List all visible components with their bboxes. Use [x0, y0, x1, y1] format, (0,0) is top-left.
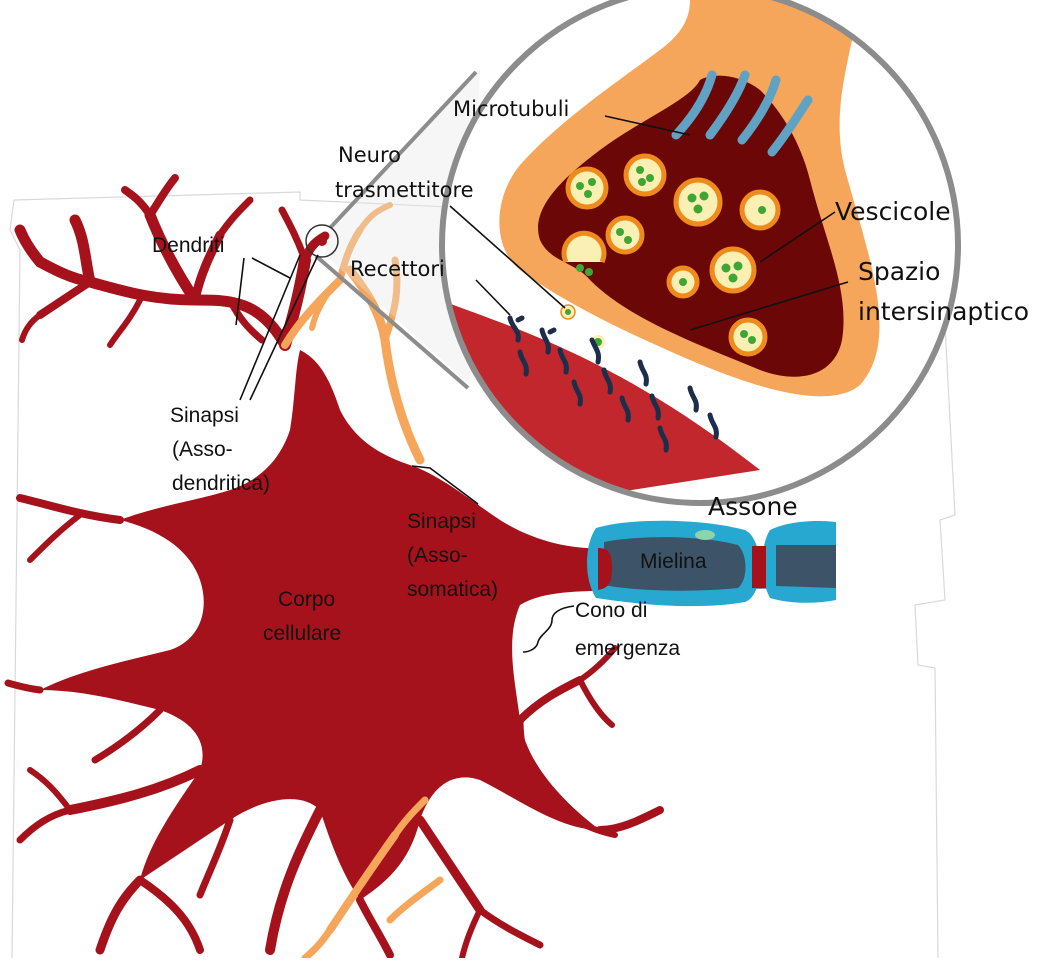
- label-neuro: Neuro: [338, 143, 401, 167]
- label-assone: Assone: [708, 492, 798, 521]
- label-trasmettitore: trasmettitore: [335, 178, 474, 202]
- label-sinapsi-ad-1: Sinapsi: [170, 404, 239, 427]
- source-synapse: [317, 236, 327, 246]
- label-recettori: Recettori: [350, 257, 445, 281]
- label-corpo-2: cellulare: [263, 622, 341, 645]
- label-corpo-1: Corpo: [278, 588, 335, 611]
- label-vescicole: Vescicole: [835, 197, 951, 226]
- label-spazio: Spazio: [858, 257, 940, 286]
- label-cono-1: Cono di: [575, 599, 647, 622]
- label-cono-2: emergenza: [575, 637, 680, 660]
- axon: [587, 521, 836, 606]
- label-sinapsi-ad-3: dendritica): [172, 472, 270, 495]
- label-sinapsi-as-3: somatica): [407, 578, 498, 601]
- leader-cono: [523, 606, 574, 652]
- upper-dendrites: [20, 178, 325, 345]
- label-dendriti: Dendriti: [152, 234, 224, 257]
- label-mielina: Mielina: [640, 550, 707, 573]
- label-sinapsi-as-1: Sinapsi: [407, 510, 476, 533]
- node-of-ranvier: [752, 546, 766, 588]
- label-sinapsi-ad-2: (Asso-: [172, 438, 233, 461]
- label-microtubuli: Microtubuli: [453, 97, 569, 121]
- label-intersinaptico: intersinaptico: [858, 297, 1029, 326]
- label-sinapsi-as-2: (Asso-: [407, 544, 468, 567]
